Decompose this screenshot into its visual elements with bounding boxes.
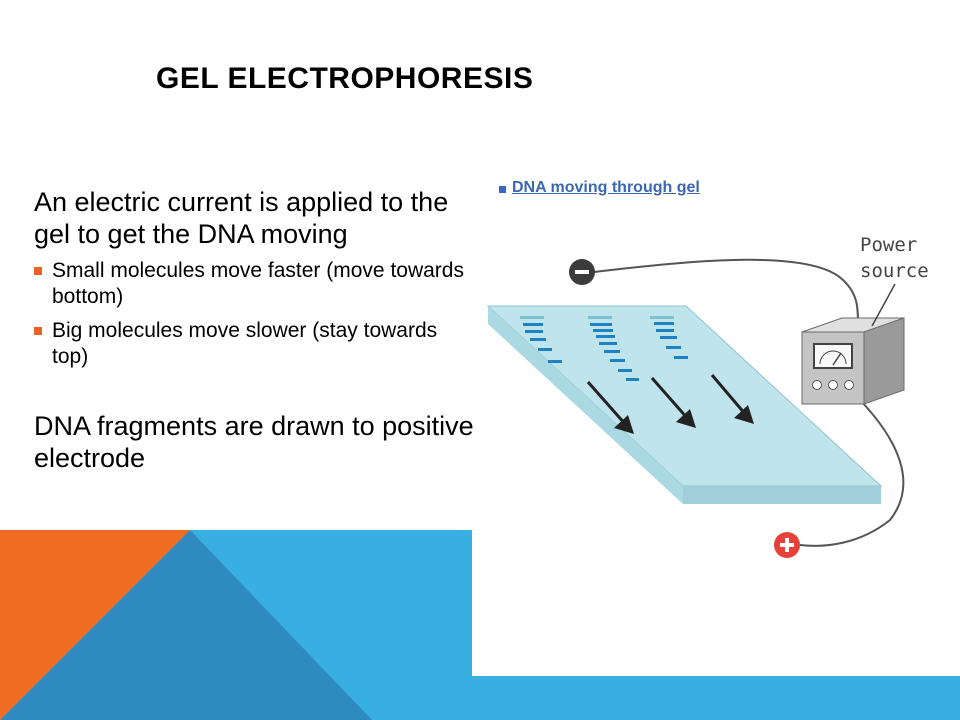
main-point-fragments: DNA fragments are drawn to positive elec… (34, 411, 474, 473)
power-label-line2: source (860, 260, 929, 282)
sub-point-list: Small molecules move faster (move toward… (34, 258, 474, 370)
gel-wells (520, 316, 674, 319)
negative-wire (593, 258, 859, 326)
power-source-icon (801, 317, 905, 405)
dna-bands (523, 322, 688, 381)
sub-point-text: Small molecules move faster (move toward… (52, 259, 464, 308)
orange-triangle (0, 530, 190, 720)
slide-title: GEL ELECTROPHORESIS (156, 62, 534, 95)
power-label-pointer (871, 283, 896, 327)
migration-arrows (586, 374, 754, 434)
dark-blue-triangle (0, 530, 372, 720)
sub-point-big-molecules: Big molecules move slower (stay towards … (34, 318, 474, 370)
power-label-line1: Power (860, 234, 917, 256)
positive-wire (799, 399, 905, 547)
square-bullet-icon (34, 327, 42, 335)
positive-electrode-icon (774, 532, 800, 558)
gel-slab (486, 305, 883, 504)
square-bullet-icon (499, 185, 506, 193)
square-bullet-icon (34, 267, 42, 275)
dna-video-link[interactable]: DNA moving through gel (512, 179, 700, 196)
electrophoresis-illustration: Power source (486, 234, 929, 558)
link-item[interactable]: DNA moving through gel (499, 179, 700, 197)
body-text: An electric current is applied to the ge… (34, 186, 474, 474)
sub-point-text: Big molecules move slower (stay towards … (52, 319, 438, 368)
main-point-current: An electric current is applied to the ge… (34, 187, 449, 249)
negative-electrode-icon (569, 259, 595, 285)
sub-point-small-molecules: Small molecules move faster (move toward… (34, 258, 474, 310)
